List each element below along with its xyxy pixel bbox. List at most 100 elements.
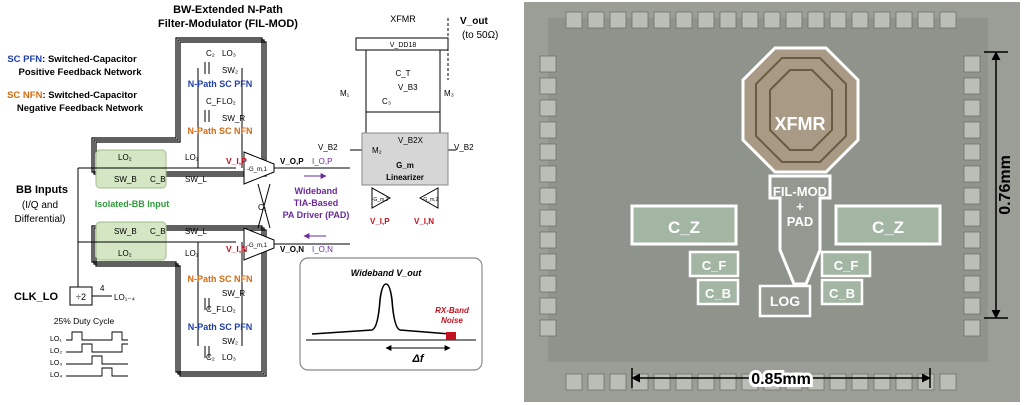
c1-label: C₁ bbox=[258, 203, 267, 212]
die-cb-left bbox=[696, 278, 740, 306]
vln-label: V_I,N bbox=[226, 244, 247, 254]
npath-pfn-upper: N-Path SC PFN bbox=[188, 79, 253, 89]
swb-upper: SW_B bbox=[114, 175, 137, 184]
lo-wave-label-1: LO₁ bbox=[50, 336, 62, 343]
vb2-right: V_B2 bbox=[454, 143, 474, 152]
bond-pad-25 bbox=[829, 373, 847, 391]
bond-pad-40 bbox=[539, 99, 557, 117]
width-dimension-label: 0.85mm bbox=[751, 371, 811, 388]
die-filmod-line2: + bbox=[796, 199, 804, 214]
m3-right: M₃ bbox=[444, 89, 454, 98]
die-cz-right bbox=[834, 204, 942, 246]
lo2-bb-lower: LO₂ bbox=[118, 249, 132, 258]
bond-pad-29 bbox=[873, 373, 891, 391]
vlp-label: V_I,P bbox=[226, 156, 247, 166]
gm-linearizer-2: Linearizer bbox=[386, 173, 424, 182]
bond-pad-42 bbox=[539, 121, 557, 139]
lo1-4-label: LO₁₋₄ bbox=[114, 293, 135, 302]
die-cb-right bbox=[820, 278, 864, 306]
cf-lower: C_F bbox=[206, 305, 221, 314]
lo2-bb-upper: LO₂ bbox=[118, 153, 132, 162]
gm2-amps: -G_m,2 -G_m,2 bbox=[371, 187, 439, 209]
filmod-title-line2: Filter-Modulator (FIL-MOD) bbox=[158, 18, 298, 30]
pfn-legend-line1: SC PFN: Switched-Capacitor bbox=[7, 54, 137, 65]
von-label: V_O,N bbox=[280, 245, 304, 254]
bond-pad-57 bbox=[963, 275, 981, 293]
die-cz-left-label: C_Z bbox=[668, 218, 700, 237]
gm2-left: -G_m,2 bbox=[372, 197, 389, 203]
bond-pad-54 bbox=[539, 253, 557, 271]
cb-upper: C_B bbox=[150, 175, 166, 184]
bond-pad-58 bbox=[539, 297, 557, 315]
bond-pad-4 bbox=[609, 11, 627, 29]
nfn-legend-line2: Negative Feedback Network bbox=[17, 103, 144, 114]
bond-pad-60 bbox=[539, 319, 557, 337]
bond-pad-11 bbox=[675, 373, 693, 391]
bond-pad-46 bbox=[539, 165, 557, 183]
sw2-lower: SW₂ bbox=[222, 337, 238, 346]
die-log-block bbox=[758, 284, 812, 318]
lo1-upper: LO₁ bbox=[185, 153, 199, 162]
bond-pad-56 bbox=[539, 275, 557, 293]
xfmr-label-schematic: XFMR bbox=[390, 14, 416, 24]
bb-inputs-label: BB Inputs bbox=[16, 184, 68, 196]
pad-line1: Wideband bbox=[295, 186, 338, 196]
lo2-upper-nfn: LO₂ bbox=[222, 97, 236, 106]
isolated-bb-box-lower bbox=[95, 221, 167, 261]
clk-label: CLK_LO bbox=[14, 291, 58, 303]
bond-pad-10 bbox=[675, 11, 693, 29]
die-cf-left-label: C_F bbox=[702, 258, 727, 273]
pa-driver-core bbox=[350, 37, 456, 186]
pfn-legend-line2: Positive Feedback Network bbox=[18, 67, 142, 78]
bond-pad-50 bbox=[539, 209, 557, 227]
die-cf-left bbox=[688, 250, 740, 278]
c3-label: C₃ bbox=[382, 97, 391, 106]
vln-gm: V_I,N bbox=[414, 217, 434, 226]
die-cf-right-label: C_F bbox=[834, 258, 859, 273]
spectrum-curve bbox=[311, 283, 451, 335]
bond-pad-35 bbox=[939, 373, 957, 391]
bond-pad-18 bbox=[763, 11, 781, 29]
divider-out-count: 4 bbox=[100, 284, 105, 293]
bond-pad-3 bbox=[587, 373, 605, 391]
die-cz-left bbox=[630, 204, 738, 246]
duty-cycle-label: 25% Duty Cycle bbox=[54, 316, 115, 326]
gm-linearizer-1: G_m bbox=[396, 161, 414, 170]
bond-pad-8 bbox=[653, 11, 671, 29]
npath-nfn-lower: N-Path SC NFN bbox=[188, 274, 253, 284]
gm1-amp-upper: -G_m,1 bbox=[243, 151, 275, 185]
ion-label: I_O,N bbox=[312, 245, 333, 254]
bond-pad-48 bbox=[539, 187, 557, 205]
bond-pad-43 bbox=[963, 121, 981, 139]
die-xfmr-outline bbox=[741, 46, 860, 174]
vb2x-label: V_B2X bbox=[398, 136, 424, 145]
npath-filter-lower bbox=[91, 225, 267, 377]
vb3-label: V_B3 bbox=[398, 83, 418, 92]
lo3-upper: LO₃ bbox=[222, 49, 236, 58]
bond-pad-52 bbox=[539, 231, 557, 249]
gm1-amp-lower: -G_m,1 bbox=[243, 227, 275, 261]
bond-pad-39 bbox=[963, 77, 981, 95]
bb-iq-line2: Differential) bbox=[15, 214, 66, 225]
bond-pad-14 bbox=[719, 11, 737, 29]
ct-label: C_T bbox=[395, 69, 410, 78]
bond-pad-0 bbox=[565, 11, 583, 29]
bond-pad-34 bbox=[939, 11, 957, 29]
bond-pad-45 bbox=[963, 143, 981, 161]
delta-f-label: Δf bbox=[411, 353, 424, 365]
lo2-lower-nfn: LO₂ bbox=[222, 305, 236, 314]
schematic-panel: BW-Extended N-Path Filter-Modulator (FIL… bbox=[7, 4, 498, 379]
pfn-lower-block: N-Path SC NFN SW_R C_F LO₂ N-Path SC PFN… bbox=[188, 274, 253, 362]
height-dimension-label: 0.76mm bbox=[997, 155, 1014, 215]
die-filmod-outline bbox=[768, 174, 832, 286]
die-cz-right-label: C_Z bbox=[872, 218, 904, 237]
npath-nfn-upper: N-Path SC NFN bbox=[188, 126, 253, 136]
rx-band-marker bbox=[446, 332, 456, 340]
rx-band-line1: RX-Band bbox=[435, 306, 470, 315]
bond-pad-9 bbox=[653, 373, 671, 391]
bond-pad-59 bbox=[963, 297, 981, 315]
die-cb-left-label: C_B bbox=[705, 286, 731, 301]
bond-pad-13 bbox=[697, 373, 715, 391]
vop-label: V_O,P bbox=[280, 157, 304, 166]
